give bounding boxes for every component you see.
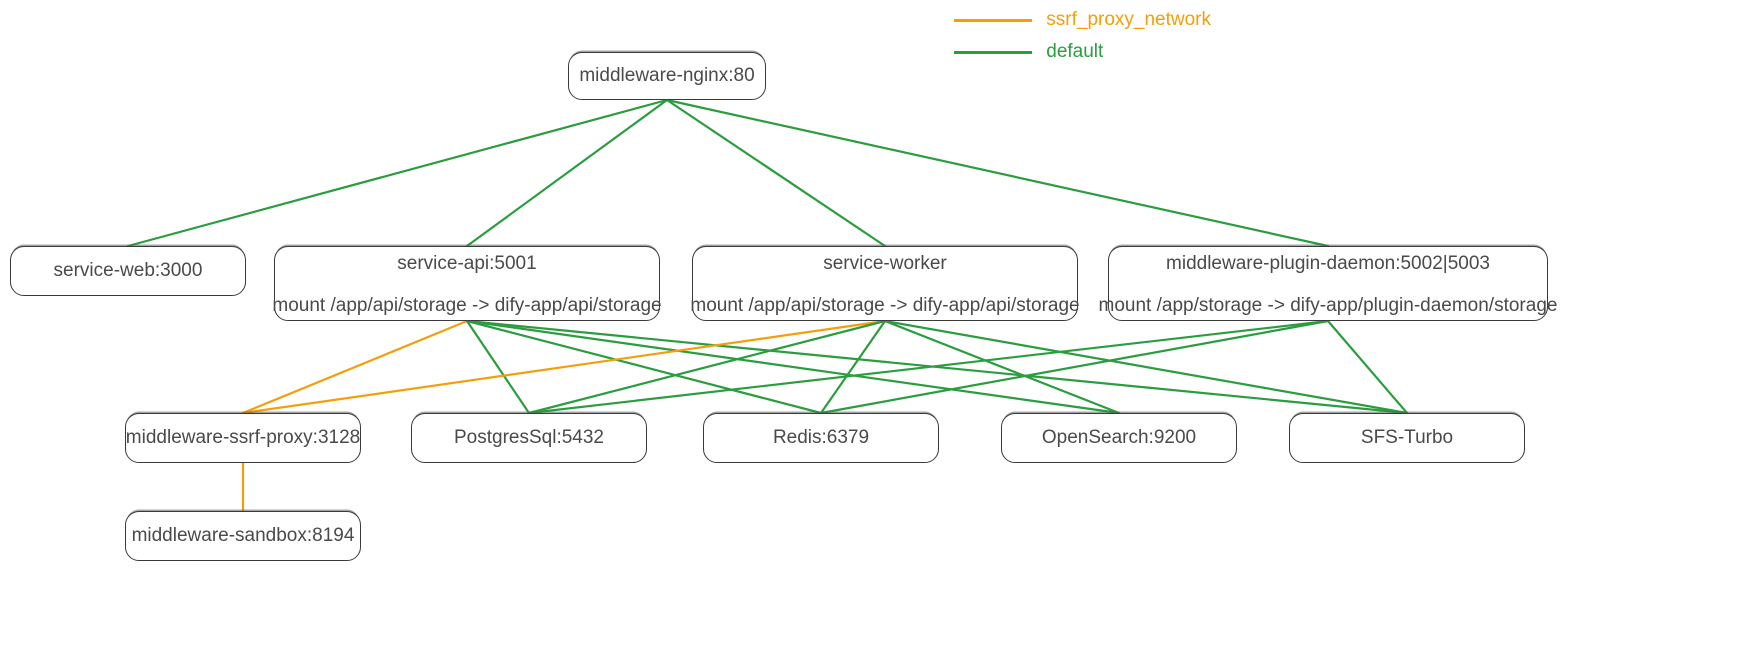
edge-api-to-opensearch [465,319,1121,415]
edge-worker-to-postgres [527,319,887,415]
edge-nginx-to-plugin-daemon [665,98,1330,248]
node-worker[interactable]: service-worker mount /app/api/storage -> … [690,246,1080,321]
edge-nginx-to-api [465,98,669,248]
edge-api-to-ssrf-proxy [241,319,469,415]
node-ssrf-proxy[interactable]: middleware-ssrf-proxy:3128 [125,413,361,463]
node-nginx[interactable]: middleware-nginx:80 [568,52,766,100]
node-opensearch[interactable]: OpenSearch:9200 [1001,413,1237,463]
legend-item-default[interactable]: default [954,36,1211,68]
edge-worker-to-opensearch [883,319,1121,415]
node-title: service-worker [823,252,947,274]
node-title: PostgresSql:5432 [454,427,604,449]
node-title: Redis:6379 [772,427,870,449]
edge-plugin-daemon-to-redis [819,319,1330,415]
node-mount-label: mount /app/api/storage -> dify-app/api/s… [272,294,662,316]
legend-line-icon [954,50,1033,54]
edge-api-to-redis [465,319,823,415]
edge-api-to-postgres [465,319,531,415]
legend-line-icon [954,18,1033,22]
edge-plugin-daemon-to-postgres [527,319,1330,415]
node-mount-label: mount /app/api/storage -> dify-app/api/s… [690,294,1080,316]
legend-label: ssrf_proxy_network [1046,9,1211,30]
edge-nginx-to-worker [665,98,887,248]
node-mount-label: mount /app/storage -> dify-app/plugin-da… [1098,294,1558,316]
node-postgres[interactable]: PostgresSql:5432 [411,413,647,463]
node-title: middleware-ssrf-proxy:3128 [125,427,361,449]
node-title: OpenSearch:9200 [1041,427,1197,449]
node-title: middleware-sandbox:8194 [131,525,355,547]
node-sfs-turbo[interactable]: SFS-Turbo [1289,413,1525,463]
node-title: middleware-plugin-daemon:5002|5003 [1166,252,1490,274]
node-title: service-web:3000 [53,260,203,282]
edge-worker-to-redis [819,319,887,415]
legend-item-ssrf_proxy_network[interactable]: ssrf_proxy_network [954,4,1211,36]
edge-nginx-to-web [126,98,669,248]
node-web[interactable]: service-web:3000 [10,246,246,296]
node-title: SFS-Turbo [1360,427,1454,449]
edge-plugin-daemon-to-sfs-turbo [1326,319,1409,415]
legend-label: default [1046,41,1104,62]
node-title: service-api:5001 [397,252,537,274]
edge-worker-to-sfs-turbo [883,319,1409,415]
node-api[interactable]: service-api:5001 mount /app/api/storage -… [272,246,662,321]
node-plugin-daemon[interactable]: middleware-plugin-daemon:5002|5003 mount … [1099,246,1557,321]
node-title: middleware-nginx:80 [579,65,755,87]
edge-worker-to-ssrf-proxy [241,319,887,415]
node-redis[interactable]: Redis:6379 [703,413,939,463]
node-sandbox[interactable]: middleware-sandbox:8194 [125,511,361,561]
